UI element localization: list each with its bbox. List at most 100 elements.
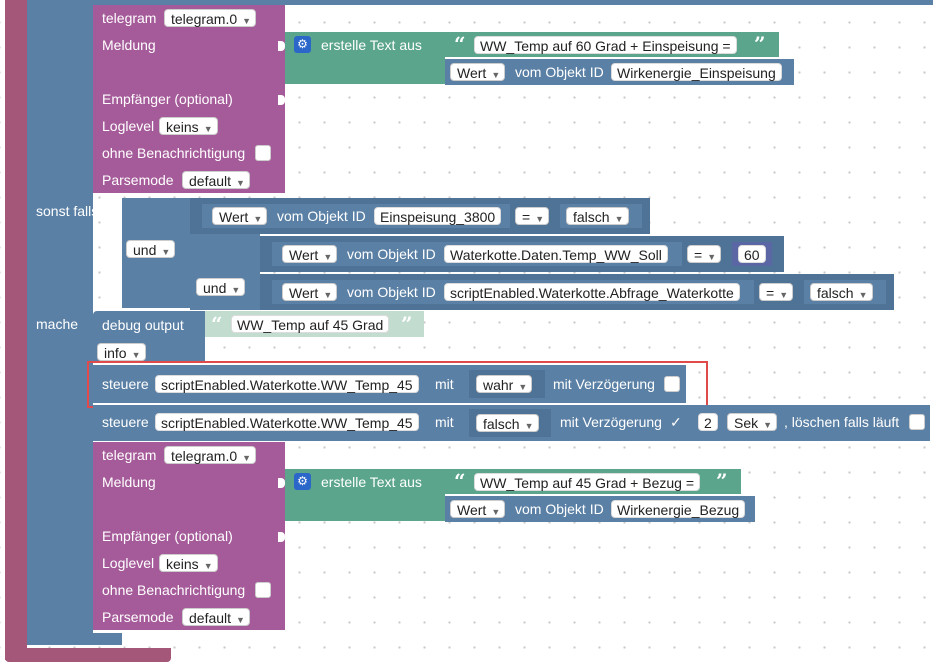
- number-field[interactable]: 60: [738, 245, 766, 263]
- create-text-label: erstelle Text aus: [321, 474, 422, 490]
- parsemode-dropdown[interactable]: default▼: [182, 608, 250, 626]
- delay-unit-value: Sek: [734, 415, 759, 431]
- dropdown-arrow-icon: ▼: [236, 178, 245, 188]
- mache-label: mache: [36, 316, 79, 332]
- delay-unit-dropdown[interactable]: Sek▼: [727, 413, 778, 431]
- vom-objekt-label: vom Objekt ID: [347, 246, 436, 262]
- compare-block-2[interactable]: Wert▼ vom Objekt ID Waterkotte.Daten.Tem…: [260, 236, 784, 272]
- input-notch: [278, 478, 285, 488]
- dropdown-arrow-icon: ▼: [614, 214, 624, 224]
- wert-value: Wert: [457, 65, 487, 81]
- value-of-object-block-1[interactable]: Wert▼ vom Objekt ID Wirkenergie_Einspeis…: [445, 59, 794, 85]
- text-string-field[interactable]: WW_Temp auf 60 Grad + Einspeisung =: [474, 36, 737, 54]
- steuere-object-field[interactable]: scriptEnabled.Waterkotte.WW_Temp_45: [155, 413, 419, 431]
- text-string-block-1[interactable]: “ WW_Temp auf 60 Grad + Einspeisung = ”: [445, 32, 779, 57]
- loglevel-dropdown[interactable]: keins ▼: [159, 117, 218, 135]
- debug-text-block[interactable]: “ WW_Temp auf 45 Grad ”: [205, 311, 424, 337]
- compare-operator-dropdown[interactable]: =▼: [687, 245, 722, 263]
- ohne-benachrichtigung-checkbox[interactable]: [255, 582, 271, 598]
- value-of-object-block[interactable]: Wert▼ vom Objekt ID scriptEnabled.Waterk…: [272, 280, 754, 304]
- outer-function-block[interactable]: [5, 0, 27, 660]
- delay-checkbox[interactable]: [664, 376, 680, 392]
- boolean-dropdown[interactable]: falsch ▼: [476, 414, 539, 432]
- delay-value-field[interactable]: 2: [698, 413, 718, 431]
- value-of-object-block[interactable]: Wert▼ vom Objekt ID Waterkotte.Daten.Tem…: [272, 242, 682, 266]
- gear-icon[interactable]: ⚙: [294, 473, 311, 490]
- ohne-benachrichtigung-checkbox[interactable]: [255, 145, 271, 161]
- telegram-instance-dropdown[interactable]: telegram.0▼: [164, 446, 257, 464]
- object-id-field[interactable]: Waterkotte.Daten.Temp_WW_Soll: [444, 245, 668, 263]
- boolean-block[interactable]: falsch ▼: [560, 204, 642, 228]
- boolean-block[interactable]: wahr▼: [469, 370, 545, 398]
- and-operator-value: und: [133, 242, 157, 258]
- steuere-block-1[interactable]: steuere scriptEnabled.Waterkotte.WW_Temp…: [93, 365, 686, 403]
- boolean-value: falsch: [483, 416, 520, 432]
- compare-block-1[interactable]: Wert▼ vom Objekt ID Einspeisung_3800 =▼ …: [190, 198, 650, 234]
- compare-operator-dropdown[interactable]: =▼: [759, 283, 794, 301]
- wert-dropdown[interactable]: Wert▼: [282, 245, 338, 263]
- number-block[interactable]: 60: [732, 242, 772, 266]
- text-string-block-2[interactable]: “ WW_Temp auf 45 Grad + Bezug = ”: [445, 469, 741, 494]
- telegram-block-2[interactable]: telegram telegram.0▼ Meldung Empfänger (…: [93, 442, 285, 630]
- debug-text-field[interactable]: WW_Temp auf 45 Grad: [231, 315, 390, 333]
- and-operator-dropdown[interactable]: und ▼: [126, 240, 176, 258]
- boolean-block[interactable]: falsch ▼: [469, 409, 551, 437]
- and-block-inner[interactable]: und▼: [190, 234, 260, 310]
- if-block[interactable]: [27, 0, 93, 645]
- boolean-dropdown[interactable]: falsch▼: [810, 283, 873, 301]
- input-notch: [278, 41, 285, 51]
- outer-function-block-bottom: [5, 648, 171, 662]
- steuere-block-2[interactable]: steuere scriptEnabled.Waterkotte.WW_Temp…: [93, 405, 930, 441]
- vom-objekt-label: vom Objekt ID: [347, 284, 436, 300]
- object-id-field[interactable]: scriptEnabled.Waterkotte.Abfrage_Waterko…: [444, 283, 740, 301]
- value-of-object-block-2[interactable]: Wert▼ vom Objekt ID Wirkenergie_Bezug: [445, 496, 755, 522]
- input-notch: [278, 532, 285, 542]
- dropdown-arrow-icon: ▼: [491, 70, 501, 80]
- dropdown-arrow-icon: ▼: [131, 350, 141, 360]
- compare-operator-value: =: [766, 285, 775, 301]
- dropdown-arrow-icon: ▼: [203, 561, 213, 571]
- create-text-block-1[interactable]: ⚙ erstelle Text aus: [285, 32, 445, 84]
- create-text-block-2[interactable]: ⚙ erstelle Text aus: [285, 469, 445, 521]
- dropdown-arrow-icon: ▼: [161, 247, 171, 257]
- steuere-object-field[interactable]: scriptEnabled.Waterkotte.WW_Temp_45: [155, 375, 419, 393]
- clear-if-running-checkbox[interactable]: [909, 414, 925, 430]
- text-string-field[interactable]: WW_Temp auf 45 Grad + Bezug =: [474, 473, 700, 491]
- wert-value: Wert: [289, 285, 319, 301]
- gear-icon[interactable]: ⚙: [294, 36, 311, 53]
- wert-dropdown[interactable]: Wert▼: [282, 283, 338, 301]
- quote-close-icon: ”: [716, 469, 728, 493]
- telegram-block-1[interactable]: telegram telegram.0▼ Meldung Empfänger (…: [93, 5, 285, 193]
- loglevel-dropdown[interactable]: keins▼: [159, 554, 218, 572]
- vom-objekt-label: vom Objekt ID: [277, 208, 366, 224]
- parsemode-dropdown[interactable]: default▼: [182, 171, 250, 189]
- delay-label: mit Verzögerung: [560, 414, 662, 430]
- wert-dropdown[interactable]: Wert▼: [450, 500, 506, 518]
- and-block-outer[interactable]: und ▼: [122, 198, 190, 308]
- boolean-block[interactable]: falsch▼: [804, 280, 886, 304]
- compare-block-3[interactable]: Wert▼ vom Objekt ID scriptEnabled.Waterk…: [260, 274, 894, 310]
- debug-level-dropdown[interactable]: info▼: [97, 343, 146, 361]
- compare-operator-dropdown[interactable]: =▼: [515, 207, 550, 225]
- dropdown-arrow-icon: ▼: [203, 124, 213, 134]
- wert-dropdown[interactable]: Wert ▼: [450, 63, 506, 81]
- delay-checkbox-checked[interactable]: ✓: [670, 414, 682, 430]
- sonst-falls-label: sonst falls: [36, 203, 99, 219]
- object-id-field[interactable]: Wirkenergie_Bezug: [611, 500, 746, 518]
- boolean-value: wahr: [483, 377, 514, 393]
- compare-operator-value: =: [694, 247, 703, 263]
- dropdown-arrow-icon: ▼: [779, 290, 789, 300]
- loglevel-value: keins: [166, 119, 199, 135]
- boolean-dropdown[interactable]: falsch ▼: [566, 207, 629, 225]
- object-id-field[interactable]: Wirkenergie_Einspeisung: [611, 63, 782, 81]
- debug-output-block[interactable]: debug output info▼: [93, 311, 205, 363]
- highlight-box: [87, 361, 708, 408]
- and-operator-dropdown[interactable]: und▼: [196, 278, 246, 296]
- telegram-instance-dropdown[interactable]: telegram.0▼: [164, 9, 257, 27]
- wert-dropdown[interactable]: Wert▼: [212, 207, 268, 225]
- object-id-field[interactable]: Einspeisung_3800: [374, 207, 502, 225]
- value-of-object-block[interactable]: Wert▼ vom Objekt ID Einspeisung_3800: [202, 204, 510, 228]
- dropdown-arrow-icon: ▼: [524, 421, 534, 431]
- boolean-value: falsch: [573, 209, 610, 225]
- boolean-dropdown[interactable]: wahr▼: [476, 375, 533, 393]
